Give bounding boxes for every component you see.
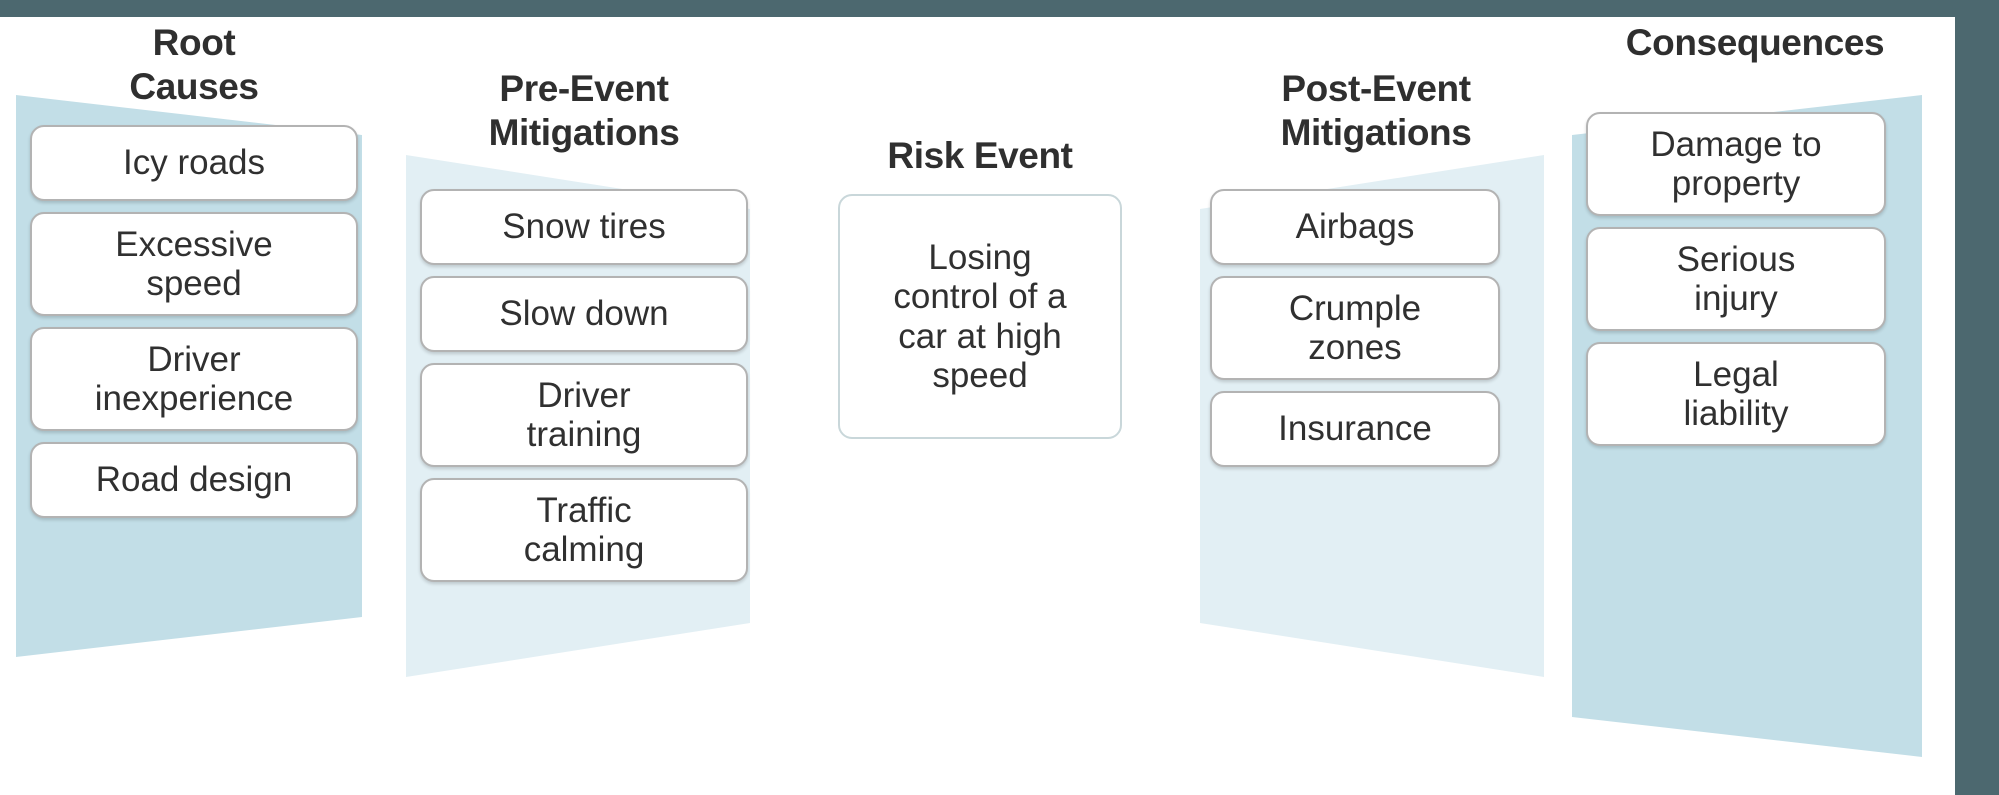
node-risk-event-description[interactable]: Losing control of a car at high speed [838, 194, 1122, 439]
node-road-design[interactable]: Road design [30, 442, 358, 518]
node-icy-roads[interactable]: Icy roads [30, 125, 358, 201]
node-airbags[interactable]: Airbags [1210, 189, 1500, 265]
node-serious-injury[interactable]: Serious injury [1586, 227, 1886, 331]
node-damage-to-property[interactable]: Damage to property [1586, 112, 1886, 216]
diagram-canvas: Root Causes Icy roads Excessive speed Dr… [0, 17, 1955, 795]
box-stack-root-causes: Icy roads Excessive speed Driver inexper… [30, 125, 358, 518]
column-title-risk-event: Risk Event [887, 135, 1073, 176]
node-legal-liability[interactable]: Legal liability [1586, 342, 1886, 446]
node-crumple-zones[interactable]: Crumple zones [1210, 276, 1500, 380]
node-insurance[interactable]: Insurance [1210, 391, 1500, 467]
column-title-root-causes: Root Causes [129, 22, 259, 107]
box-stack-post-event: Airbags Crumple zones Insurance [1210, 189, 1500, 467]
node-traffic-calming[interactable]: Traffic calming [420, 478, 748, 582]
node-driver-training[interactable]: Driver training [420, 363, 748, 467]
node-driver-inexperience[interactable]: Driver inexperience [30, 327, 358, 431]
box-stack-consequences: Damage to property Serious injury Legal … [1586, 112, 1886, 446]
node-excessive-speed[interactable]: Excessive speed [30, 212, 358, 316]
box-stack-risk-event: Losing control of a car at high speed [838, 194, 1122, 439]
node-slow-down[interactable]: Slow down [420, 276, 748, 352]
column-title-pre-event-mitigations: Pre-Event Mitigations [488, 68, 680, 153]
box-stack-pre-event: Snow tires Slow down Driver training Tra… [420, 189, 748, 582]
node-snow-tires[interactable]: Snow tires [420, 189, 748, 265]
column-title-post-event-mitigations: Post-Event Mitigations [1280, 68, 1472, 153]
column-title-consequences: Consequences [1625, 22, 1885, 63]
